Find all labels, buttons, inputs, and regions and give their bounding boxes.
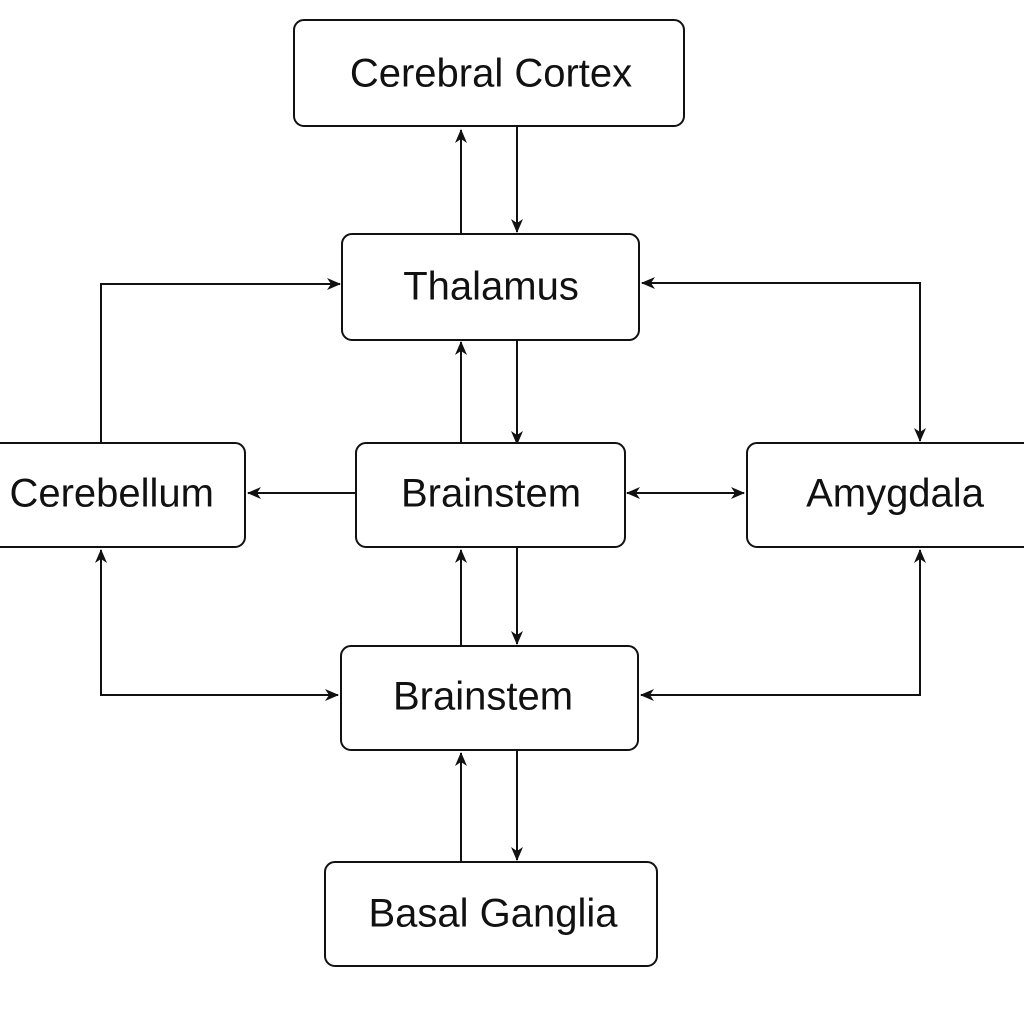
node-cerebellum: Cerebellum — [0, 442, 246, 548]
edge-cerebellum-brainstem-lower — [95, 549, 339, 701]
node-box — [746, 442, 1024, 548]
edge-thalamus-amygdala — [641, 277, 926, 442]
edges — [95, 126, 926, 862]
node-label: Cerebral Cortex — [350, 52, 632, 96]
edge-amygdala-brainstem-lower — [640, 549, 926, 701]
node-box — [341, 233, 640, 341]
node-brainstem-upper: Brainstem — [355, 442, 626, 548]
node-amygdala: Amygdala — [746, 442, 1024, 548]
node-label: Amygdala — [806, 472, 985, 516]
node-label: Thalamus — [403, 265, 579, 309]
node-box — [0, 442, 246, 548]
edge-cerebellum-to-thalamus — [100, 278, 341, 443]
node-box — [340, 645, 639, 751]
node-cerebral-cortex: Cerebral Cortex — [293, 19, 685, 127]
node-box — [293, 19, 685, 127]
node-label: Brainstem — [393, 675, 573, 719]
node-thalamus: Thalamus — [341, 233, 640, 341]
node-box — [324, 861, 658, 967]
node-label: Cerebellum — [9, 472, 214, 516]
node-box — [355, 442, 626, 548]
node-label: Basal Ganglia — [368, 892, 618, 936]
node-label: Brainstem — [401, 472, 581, 516]
node-brainstem-lower: Brainstem — [340, 645, 639, 751]
node-basal-ganglia: Basal Ganglia — [324, 861, 658, 967]
